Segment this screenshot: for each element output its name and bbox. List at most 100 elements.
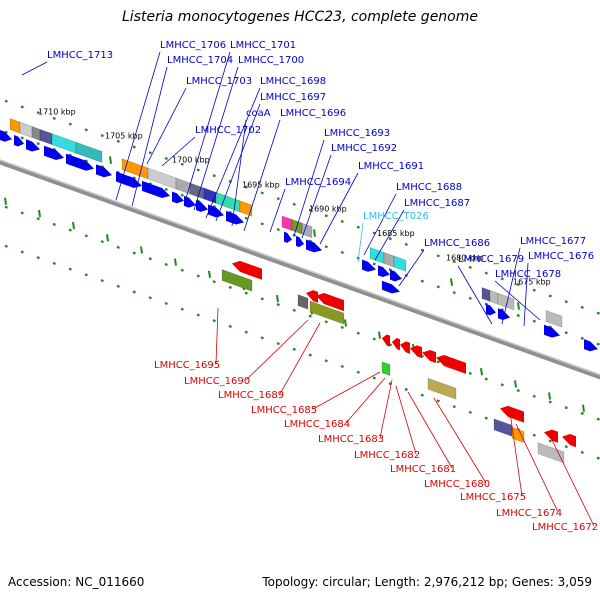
scale-tick-lower: [174, 258, 177, 266]
gene-feature: [297, 294, 309, 310]
track-dot: [84, 234, 88, 238]
track-dot: [468, 371, 472, 375]
track-dot: [340, 364, 344, 369]
gene-label-reverse: LMHCC_1689: [218, 390, 284, 401]
gene-arrow: [0, 130, 12, 142]
gene-arrow: [208, 204, 224, 218]
leader-line: [379, 379, 393, 439]
scale-label: 1710 kbp: [38, 108, 76, 117]
gene-arrow: [226, 210, 244, 225]
gene-feature: [381, 361, 391, 377]
track-dot: [340, 250, 344, 255]
track-dot: [340, 219, 344, 224]
gene-arrow: [316, 292, 344, 312]
track-dot: [532, 288, 536, 292]
gene-feature: [221, 269, 253, 292]
gene-arrow: [422, 349, 436, 364]
scale-tick-lower: [344, 319, 347, 327]
leader-line: [551, 439, 595, 527]
gene-arrow: [378, 265, 390, 278]
gene-feature: [393, 255, 407, 272]
track-dot: [180, 162, 184, 166]
leader-line: [345, 377, 386, 424]
gene-arrow: [562, 434, 576, 448]
track-dot: [452, 291, 456, 295]
gene-arrow: [400, 341, 410, 354]
map-title: Listeria monocytogenes HCC23, complete g…: [122, 9, 478, 25]
track-dot: [420, 248, 424, 252]
leader-line: [243, 119, 281, 232]
track-dot: [4, 205, 8, 209]
track-guides: [4, 99, 600, 460]
track-dot: [468, 265, 472, 269]
gene-arrow: [184, 195, 196, 208]
track-dot: [164, 301, 168, 306]
gene-label-forward: coaA: [246, 108, 271, 119]
track-dot: [484, 377, 488, 381]
gene-label-reverse: LMHCC_1682: [354, 450, 420, 461]
gene-feature: [75, 141, 103, 163]
scale-tick-lower: [514, 380, 517, 388]
gene-label-forward: LMHCC_1678: [495, 269, 561, 280]
leader-line: [357, 222, 364, 263]
track-dot: [20, 211, 24, 215]
track-dot: [68, 228, 72, 232]
gene-arrow: [66, 153, 94, 171]
scale-label: 1675 kbp: [513, 278, 551, 287]
track-dot: [292, 347, 296, 351]
track-dot: [372, 337, 376, 341]
scale-tick-lower: [276, 295, 279, 303]
leader-line: [494, 280, 541, 321]
gene-feature: [31, 126, 41, 141]
scale-tick-lower: [140, 246, 143, 254]
leader-line: [395, 385, 417, 455]
scale-label: 1680 kbp: [446, 254, 484, 263]
gene-feature: [481, 287, 491, 302]
track-dot: [356, 225, 360, 229]
track-dot: [548, 439, 552, 443]
gene-arrow: [296, 235, 304, 248]
leader-line: [374, 209, 405, 261]
track-dot: [564, 300, 568, 304]
track-dot: [436, 285, 440, 289]
gene-arrow: [392, 338, 400, 351]
track-dot: [500, 277, 504, 281]
track-dot: [276, 228, 280, 232]
scale-tick-lower: [208, 270, 211, 278]
gene-label-reverse: LMHCC_1690: [184, 376, 250, 387]
gene-label-forward: LMHCC_1698: [260, 76, 326, 87]
track-dot: [356, 331, 360, 335]
gene-feature: [369, 247, 385, 264]
scale-label: 1705 kbp: [105, 132, 143, 141]
leader-line: [146, 87, 187, 165]
gene-label-reverse: LMHCC_1685: [251, 405, 317, 416]
track-dot: [564, 406, 568, 410]
scale-tick-lower: [106, 234, 109, 242]
leader-line: [245, 319, 309, 381]
track-dot: [436, 254, 440, 258]
track-dot: [228, 285, 232, 289]
leader-line: [215, 307, 219, 365]
gene-feature: [383, 252, 395, 268]
reverse-labels: LMHCC_1695LMHCC_1690LMHCC_1689LMHCC_1685…: [154, 307, 598, 533]
track-dot: [580, 336, 584, 340]
gene-label-forward: LMHCC_1687: [404, 198, 470, 209]
leader-line: [293, 139, 325, 237]
track-dot: [116, 245, 120, 249]
gene-feature: [19, 121, 33, 138]
track-dot: [180, 268, 184, 272]
gene-feature: [489, 289, 499, 305]
scale-tick-lower: [38, 209, 41, 218]
gene-label-forward: LMHCC_1704: [167, 55, 233, 66]
track-dot: [308, 353, 312, 357]
scale-tick: [517, 302, 520, 310]
track-dot: [132, 251, 136, 255]
track-dot: [180, 193, 184, 197]
track-dot: [36, 256, 40, 260]
gene-arrow: [142, 180, 170, 198]
track-dot: [532, 433, 536, 437]
gene-label-forward: LMHCC_1686: [424, 238, 490, 249]
track-dot: [148, 182, 152, 186]
gene-label-forward: LMHCC_1706: [160, 40, 226, 51]
